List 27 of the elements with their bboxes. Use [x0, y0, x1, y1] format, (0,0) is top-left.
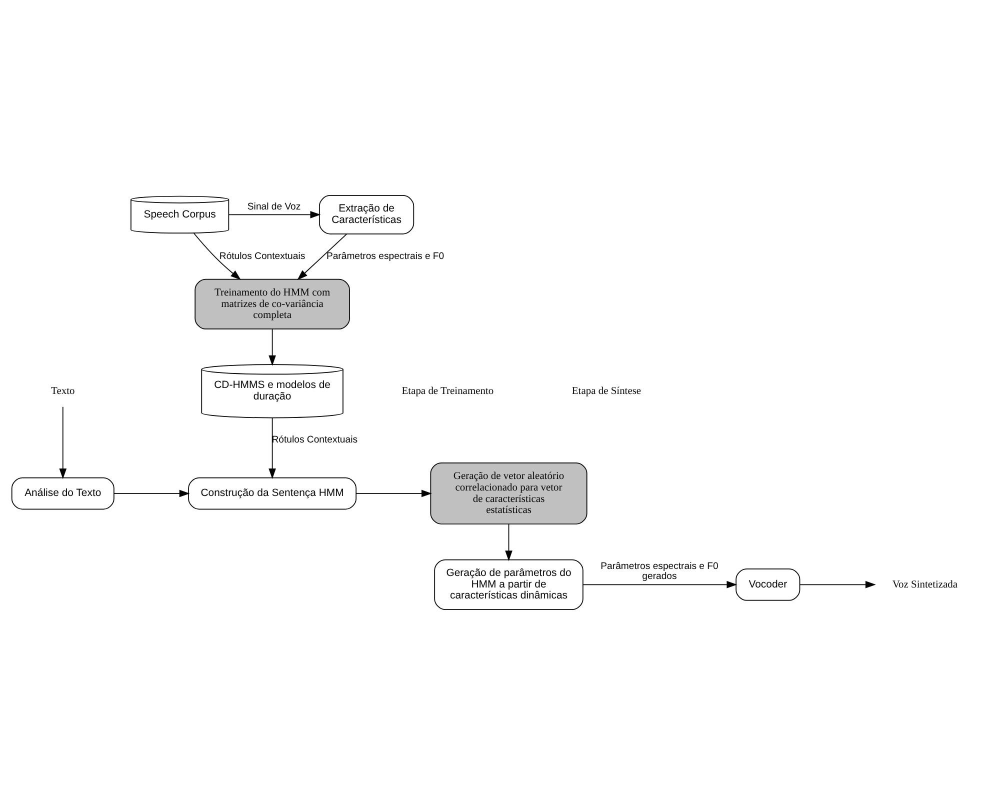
node-box: Extração de Características [319, 195, 414, 234]
label: Etapa de Treinamento [402, 386, 494, 397]
arrow [356, 490, 432, 498]
arrow [59, 406, 67, 479]
node-text: Texto [51, 386, 75, 397]
arrow [582, 580, 738, 588]
arrow [268, 417, 276, 479]
node-box: Construção da Sentença HMM [188, 477, 357, 510]
node-box: Geração de vetor aleatório correlacionado para vetor de características estatísticas [430, 462, 588, 524]
arrow [799, 580, 876, 588]
node-box: Treinamento do HMM com matrizes de co-variância completa [194, 278, 350, 330]
arrow [114, 490, 190, 498]
node-text: Voz Sintetizada [892, 579, 958, 590]
edge-label: Parâmetros espectrais e F0 gerados [600, 560, 718, 582]
arrow [228, 211, 321, 218]
edge-label: Rótulos Contextuais [219, 251, 306, 262]
arrow [297, 234, 348, 280]
edge-label: Sinal de Voz [247, 201, 301, 212]
edge-label: Parâmetros espectrais e F0 [326, 251, 444, 262]
label: Etapa de Síntese [572, 386, 642, 397]
edge-label: Rótulos Contextuais [272, 434, 358, 446]
arrow [268, 328, 276, 366]
arrow [505, 524, 512, 562]
node-box: Análise do Texto [11, 477, 114, 510]
node-box: Geração de parâmetros do HMM a partir de características dinâmicas [434, 559, 584, 610]
arrow [193, 232, 241, 280]
node-box: Vocoder [736, 568, 800, 601]
